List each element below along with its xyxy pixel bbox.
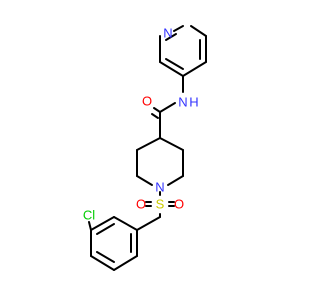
bond — [136, 175, 153, 186]
bond — [96, 251, 115, 263]
bond — [136, 137, 161, 151]
pyridine-n-label: N — [163, 26, 172, 41]
bond — [113, 255, 138, 271]
bond — [173, 25, 184, 32]
amide-n-label: N — [178, 95, 187, 110]
bond — [159, 137, 184, 151]
amide-h-label: H — [189, 95, 198, 110]
bond — [136, 216, 161, 231]
atom-labels: N N H O N S O O Cl — [83, 26, 199, 223]
bond — [159, 61, 184, 77]
bond — [113, 216, 138, 231]
bond — [90, 255, 115, 271]
bond — [190, 25, 207, 37]
chlorine-label: Cl — [83, 208, 95, 223]
bond — [153, 107, 161, 113]
molecule-structure: N N H O N S O O Cl — [83, 25, 207, 271]
bond-lines — [88, 25, 207, 271]
carbonyl-o-label: O — [142, 94, 152, 109]
bond — [165, 58, 184, 70]
bond — [159, 102, 176, 113]
bond — [151, 113, 159, 119]
piperidine-n-label: N — [155, 180, 164, 195]
bond — [167, 175, 184, 186]
bond — [96, 223, 115, 235]
bond — [90, 216, 115, 231]
bond — [182, 61, 207, 77]
sulfonyl-o-left-label: O — [136, 197, 146, 212]
bond — [165, 33, 177, 41]
sulfonyl-o-right-label: O — [174, 197, 184, 212]
sulfur-label: S — [156, 197, 165, 212]
bond — [88, 221, 92, 231]
